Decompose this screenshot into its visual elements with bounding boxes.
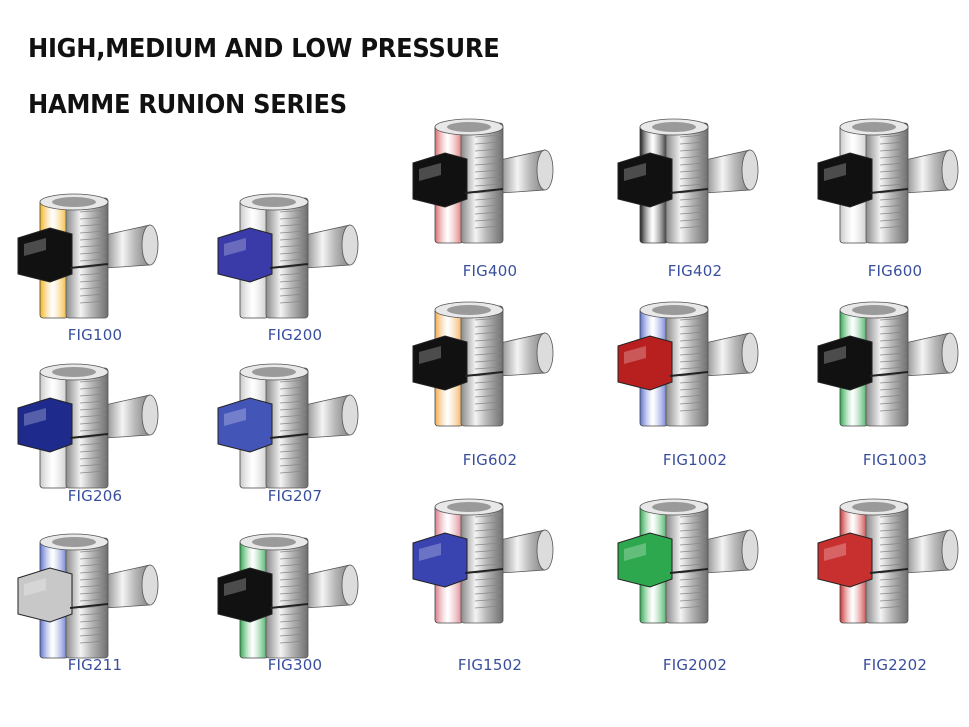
- wing-union-icon: [817, 498, 959, 624]
- product-label: FIG200: [267, 326, 323, 344]
- product-label: FIG602: [462, 451, 518, 469]
- product-item: FIG207: [210, 360, 380, 530]
- page-title: HIGH,MEDIUM AND LOW PRESSURE: [28, 34, 500, 64]
- wing-union-icon: [17, 363, 159, 489]
- product-label: FIG1002: [662, 451, 728, 469]
- product-item: FIG100: [10, 190, 180, 360]
- lug-union-icon: [17, 193, 159, 319]
- product-item: FIG400: [405, 115, 575, 285]
- product-item: FIG1003: [810, 298, 969, 469]
- product-label: FIG207: [267, 487, 323, 505]
- product-label: FIG2002: [662, 656, 728, 674]
- product-label: FIG402: [667, 262, 723, 280]
- wing-union-icon: [217, 193, 359, 319]
- wing-union-icon: [412, 498, 554, 624]
- product-item: FIG2002: [610, 495, 780, 674]
- wing-union-icon: [617, 498, 759, 624]
- wing-union-icon: [412, 301, 554, 427]
- wing-union-icon: [217, 533, 359, 659]
- product-item: FIG300: [210, 530, 380, 700]
- product-item: FIG211: [10, 530, 180, 700]
- wing-union-icon: [817, 301, 959, 427]
- product-label: FIG1502: [457, 656, 523, 674]
- product-label: FIG1003: [862, 451, 928, 469]
- product-item: FIG200: [210, 190, 380, 360]
- product-item: FIG602: [405, 298, 575, 469]
- product-item: FIG1002: [610, 298, 780, 469]
- product-label: FIG211: [67, 656, 123, 674]
- product-item: FIG402: [610, 115, 780, 285]
- product-label: FIG100: [67, 326, 123, 344]
- wing-union-icon: [217, 363, 359, 489]
- wing-union-icon: [617, 301, 759, 427]
- product-label: FIG300: [267, 656, 323, 674]
- wing-union-icon: [17, 533, 159, 659]
- wing-union-icon: [412, 118, 554, 244]
- page-subtitle: HAMME RUNION SERIES: [28, 90, 347, 120]
- product-label: FIG400: [462, 262, 518, 280]
- product-item: FIG600: [810, 115, 969, 285]
- product-label: FIG206: [67, 487, 123, 505]
- product-item: FIG2202: [810, 495, 969, 674]
- product-label: FIG600: [867, 262, 923, 280]
- wing-union-icon: [817, 118, 959, 244]
- wing-union-icon: [617, 118, 759, 244]
- product-item: FIG206: [10, 360, 180, 530]
- product-item: FIG1502: [405, 495, 575, 674]
- product-label: FIG2202: [862, 656, 928, 674]
